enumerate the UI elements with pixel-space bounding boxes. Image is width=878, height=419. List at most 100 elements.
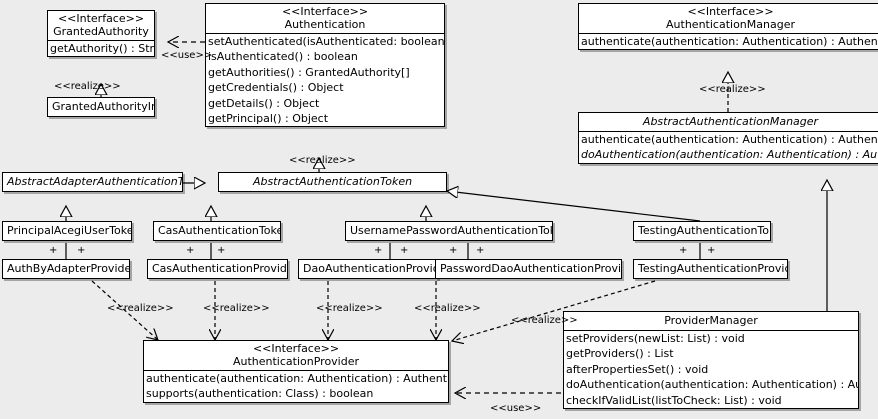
class-header: ProviderManager (564, 312, 858, 330)
class-auth-by-adapter-provider[interactable]: AuthByAdapterProvider (2, 259, 130, 279)
edge-label-realize-authbyadapterprovider: <<realize>> (107, 303, 174, 314)
class-name: AuthenticationProvider (232, 355, 360, 368)
class-name: UsernamePasswordAuthenticationToken (350, 224, 553, 237)
method-item: doAuthentication(authentication: Authent… (566, 378, 858, 392)
class-name: Authentication (284, 18, 366, 31)
method-compartment: authenticate(authentication: Authenticat… (579, 131, 878, 163)
class-header: CasAuthenticationToken (154, 222, 280, 240)
edge-label-realize-grantedauthorityimpl: <<realize>> (54, 81, 121, 92)
edge-label-use-providermanager: <<use>> (490, 403, 542, 414)
class-name: PasswordDaoAuthenticationProvider (440, 262, 622, 275)
class-dao-authentication-provider[interactable]: DaoAuthenticationProvider (298, 259, 438, 279)
class-name: CasAuthenticationProvider (152, 262, 288, 275)
class-abstract-adapter-authentication-token[interactable]: AbstractAdapterAuthenticationToken (2, 172, 183, 192)
multiplicity-marker: + (186, 245, 195, 256)
method-item: getCredentials() : Object (208, 81, 344, 95)
method-item: getAuthorities() : GrantedAuthority[] (208, 65, 410, 79)
class-header: AbstractAdapterAuthenticationToken (3, 173, 182, 191)
class-name: DaoAuthenticationProvider (303, 262, 438, 275)
class-name: AbstractAdapterAuthenticationToken (7, 175, 183, 188)
class-username-password-authentication-token[interactable]: UsernamePasswordAuthenticationToken (345, 221, 553, 241)
class-name: CasAuthenticationToken (158, 224, 281, 237)
edge-label-realize-testingauthenticationprovider: <<realize>> (511, 315, 578, 326)
method-item: authenticate(authentication: Authenticat… (581, 133, 878, 146)
class-name: GrantedAuthority (53, 25, 149, 38)
class-granted-authority[interactable]: <<Interface>> GrantedAuthority getAuthor… (47, 10, 155, 58)
class-name: TestingAuthenticationToken (638, 224, 770, 237)
multiplicity-marker: + (400, 245, 409, 256)
multiplicity-marker: + (77, 245, 86, 256)
class-header: AuthByAdapterProvider (3, 260, 129, 278)
method-compartment: authenticate(authentication: Authenticat… (144, 370, 448, 402)
method-item: getAuthority() : String (50, 42, 155, 55)
multiplicity-marker: + (217, 245, 226, 256)
class-header: PasswordDaoAuthenticationProvider (436, 260, 621, 278)
edge-label-realize-abstractauthenticationtoken: <<realize>> (289, 155, 356, 166)
multiplicity-marker: + (449, 245, 458, 256)
class-authentication-provider[interactable]: <<Interface>> AuthenticationProvider aut… (143, 340, 449, 403)
class-header: TestingAuthenticationProvider (634, 260, 787, 278)
class-stereotype: <<Interface>> (687, 5, 774, 18)
class-stereotype: <<Interface>> (252, 342, 340, 355)
method-item: getProviders() : List (566, 347, 674, 361)
class-name: AbstractAuthenticationManager (642, 115, 819, 128)
class-header: UsernamePasswordAuthenticationToken (346, 222, 552, 240)
class-name: AuthenticationManager (666, 18, 795, 31)
method-item: authenticate(authentication: Authenticat… (146, 372, 448, 385)
method-item: checkIfValidList(listToCheck: List) : vo… (566, 393, 782, 407)
edge-label-realize-passworddaoauthenticationprovider: <<realize>> (414, 303, 481, 314)
class-cas-authentication-provider[interactable]: CasAuthenticationProvider (147, 259, 288, 279)
method-compartment: authenticate(authentication: Authenticat… (579, 33, 878, 49)
method-item: getPrincipal() : Object (208, 112, 329, 126)
class-testing-authentication-provider[interactable]: TestingAuthenticationProvider (633, 259, 788, 279)
class-name: TestingAuthenticationProvider (638, 262, 788, 275)
class-header: CasAuthenticationProvider (148, 260, 287, 278)
class-testing-authentication-token[interactable]: TestingAuthenticationToken (633, 221, 771, 241)
class-name: ProviderManager (664, 314, 758, 327)
method-compartment: getAuthority() : String (48, 40, 154, 56)
multiplicity-marker: + (374, 245, 383, 256)
class-password-dao-authentication-provider[interactable]: PasswordDaoAuthenticationProvider (435, 259, 622, 279)
class-header: TestingAuthenticationToken (634, 222, 770, 240)
class-header: AbstractAuthenticationManager (579, 113, 878, 131)
class-granted-authority-impl[interactable]: GrantedAuthorityImpl (47, 97, 155, 117)
class-authentication-manager[interactable]: <<Interface>> AuthenticationManager auth… (578, 3, 878, 51)
method-item: supports(authentication: Class) : boolea… (146, 387, 374, 401)
method-item: setAuthenticated(isAuthenticated: boolea… (208, 35, 445, 48)
method-compartment: setAuthenticated(isAuthenticated: boolea… (206, 33, 444, 126)
edge-generalization-testingauthenticationtoken (447, 191, 701, 222)
method-item: getDetails() : Object (208, 96, 320, 110)
class-header: DaoAuthenticationProvider (299, 260, 437, 278)
class-header: <<Interface>> AuthenticationManager (579, 4, 878, 33)
class-name: AuthByAdapterProvider (7, 262, 130, 275)
edge-label-realize-abstractauthenticationmanager: <<realize>> (699, 84, 766, 95)
class-header: GrantedAuthorityImpl (48, 98, 154, 116)
class-header: <<Interface>> Authentication (206, 4, 444, 33)
class-authentication[interactable]: <<Interface>> Authentication setAuthenti… (205, 3, 445, 128)
method-item: isAuthenticated() : boolean (208, 50, 358, 64)
multiplicity-marker: + (679, 245, 688, 256)
class-name: GrantedAuthorityImpl (52, 100, 154, 113)
class-cas-authentication-token[interactable]: CasAuthenticationToken (153, 221, 281, 241)
edge-label-realize-casauthenticationprovider: <<realize>> (203, 303, 270, 314)
multiplicity-marker: + (476, 245, 485, 256)
class-name: AbstractAuthenticationToken (252, 175, 413, 188)
method-item: authenticate(authentication: Authenticat… (581, 35, 878, 48)
class-stereotype: <<Interface>> (281, 5, 369, 18)
class-name: PrincipalAcegiUserToken (7, 224, 132, 237)
class-provider-manager[interactable]: ProviderManager setProviders(newList: Li… (563, 311, 859, 410)
class-abstract-authentication-token[interactable]: AbstractAuthenticationToken (218, 172, 447, 192)
class-abstract-authentication-manager[interactable]: AbstractAuthenticationManager authentica… (578, 112, 878, 164)
method-item: afterPropertiesSet() : void (566, 362, 709, 376)
class-header: PrincipalAcegiUserToken (3, 222, 131, 240)
class-header: AbstractAuthenticationToken (219, 173, 446, 191)
class-header: <<Interface>> GrantedAuthority (48, 11, 154, 40)
edge-label-realize-daoauthenticationprovider: <<realize>> (316, 303, 383, 314)
method-item: setProviders(newList: List) : void (566, 332, 745, 345)
multiplicity-marker: + (707, 245, 716, 256)
edge-label-use-authentication-grantedauthority: <<use>> (161, 50, 213, 61)
class-principal-acegi-user-token[interactable]: PrincipalAcegiUserToken (2, 221, 132, 241)
class-header: <<Interface>> AuthenticationProvider (144, 341, 448, 370)
class-stereotype: <<Interface>> (57, 12, 145, 25)
